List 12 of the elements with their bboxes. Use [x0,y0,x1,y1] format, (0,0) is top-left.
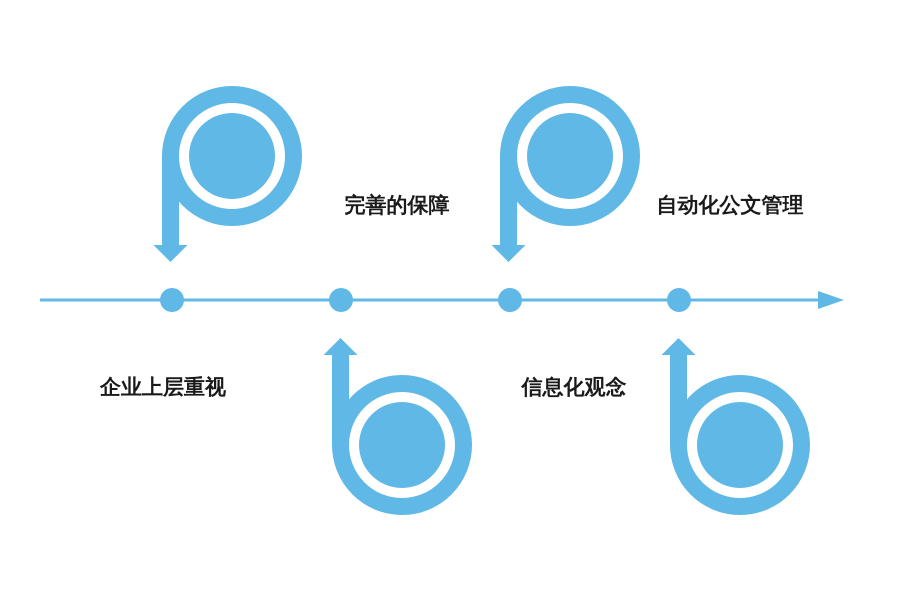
timeline-dot [667,288,691,312]
step-label: 信息化观念 [522,376,626,398]
timeline-dot [160,288,184,312]
ring-drawing [500,86,640,226]
timeline-dot [329,288,353,312]
timeline-dot [498,288,522,312]
step-label: 自动化公文管理 [656,194,804,216]
ring-drawing [162,86,302,226]
step-label: 企业上层重视 [100,376,226,398]
ring-drawing [670,375,810,515]
ring-drawing [332,375,472,515]
step-label: 完善的保障 [344,194,450,216]
